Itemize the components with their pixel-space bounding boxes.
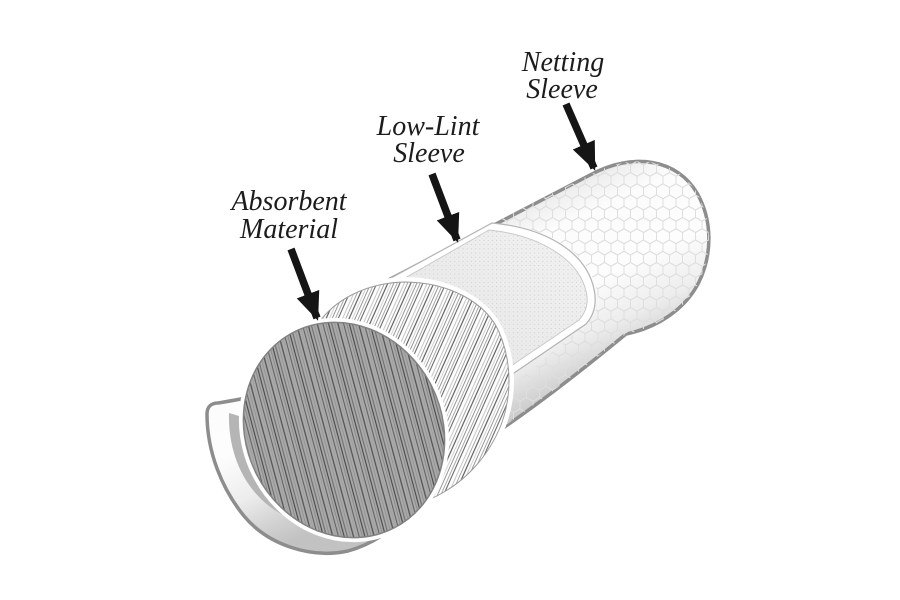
netting-sleeve-label-line1: Netting [521,47,604,78]
low-lint-sleeve-arrow [428,172,461,243]
callout-low-lint-sleeve: Low-Lint Sleeve [376,111,481,243]
netting-sleeve-surface [462,161,709,444]
absorbent-material-label-line2: Material [239,214,338,245]
absorbent-material-label-line1: Absorbent [229,186,347,217]
callout-netting-sleeve: Netting Sleeve [521,47,604,171]
low-lint-sleeve-label-line1: Low-Lint [376,111,481,142]
netting-sleeve-arrow [562,102,598,171]
absorbent-material-arrow [287,247,321,321]
low-lint-sleeve-label-line2: Sleeve [393,138,465,169]
callout-absorbent-material: Absorbent Material [229,186,348,321]
netting-sleeve-label-line2: Sleeve [526,74,598,105]
absorbent-end-face [242,321,446,539]
